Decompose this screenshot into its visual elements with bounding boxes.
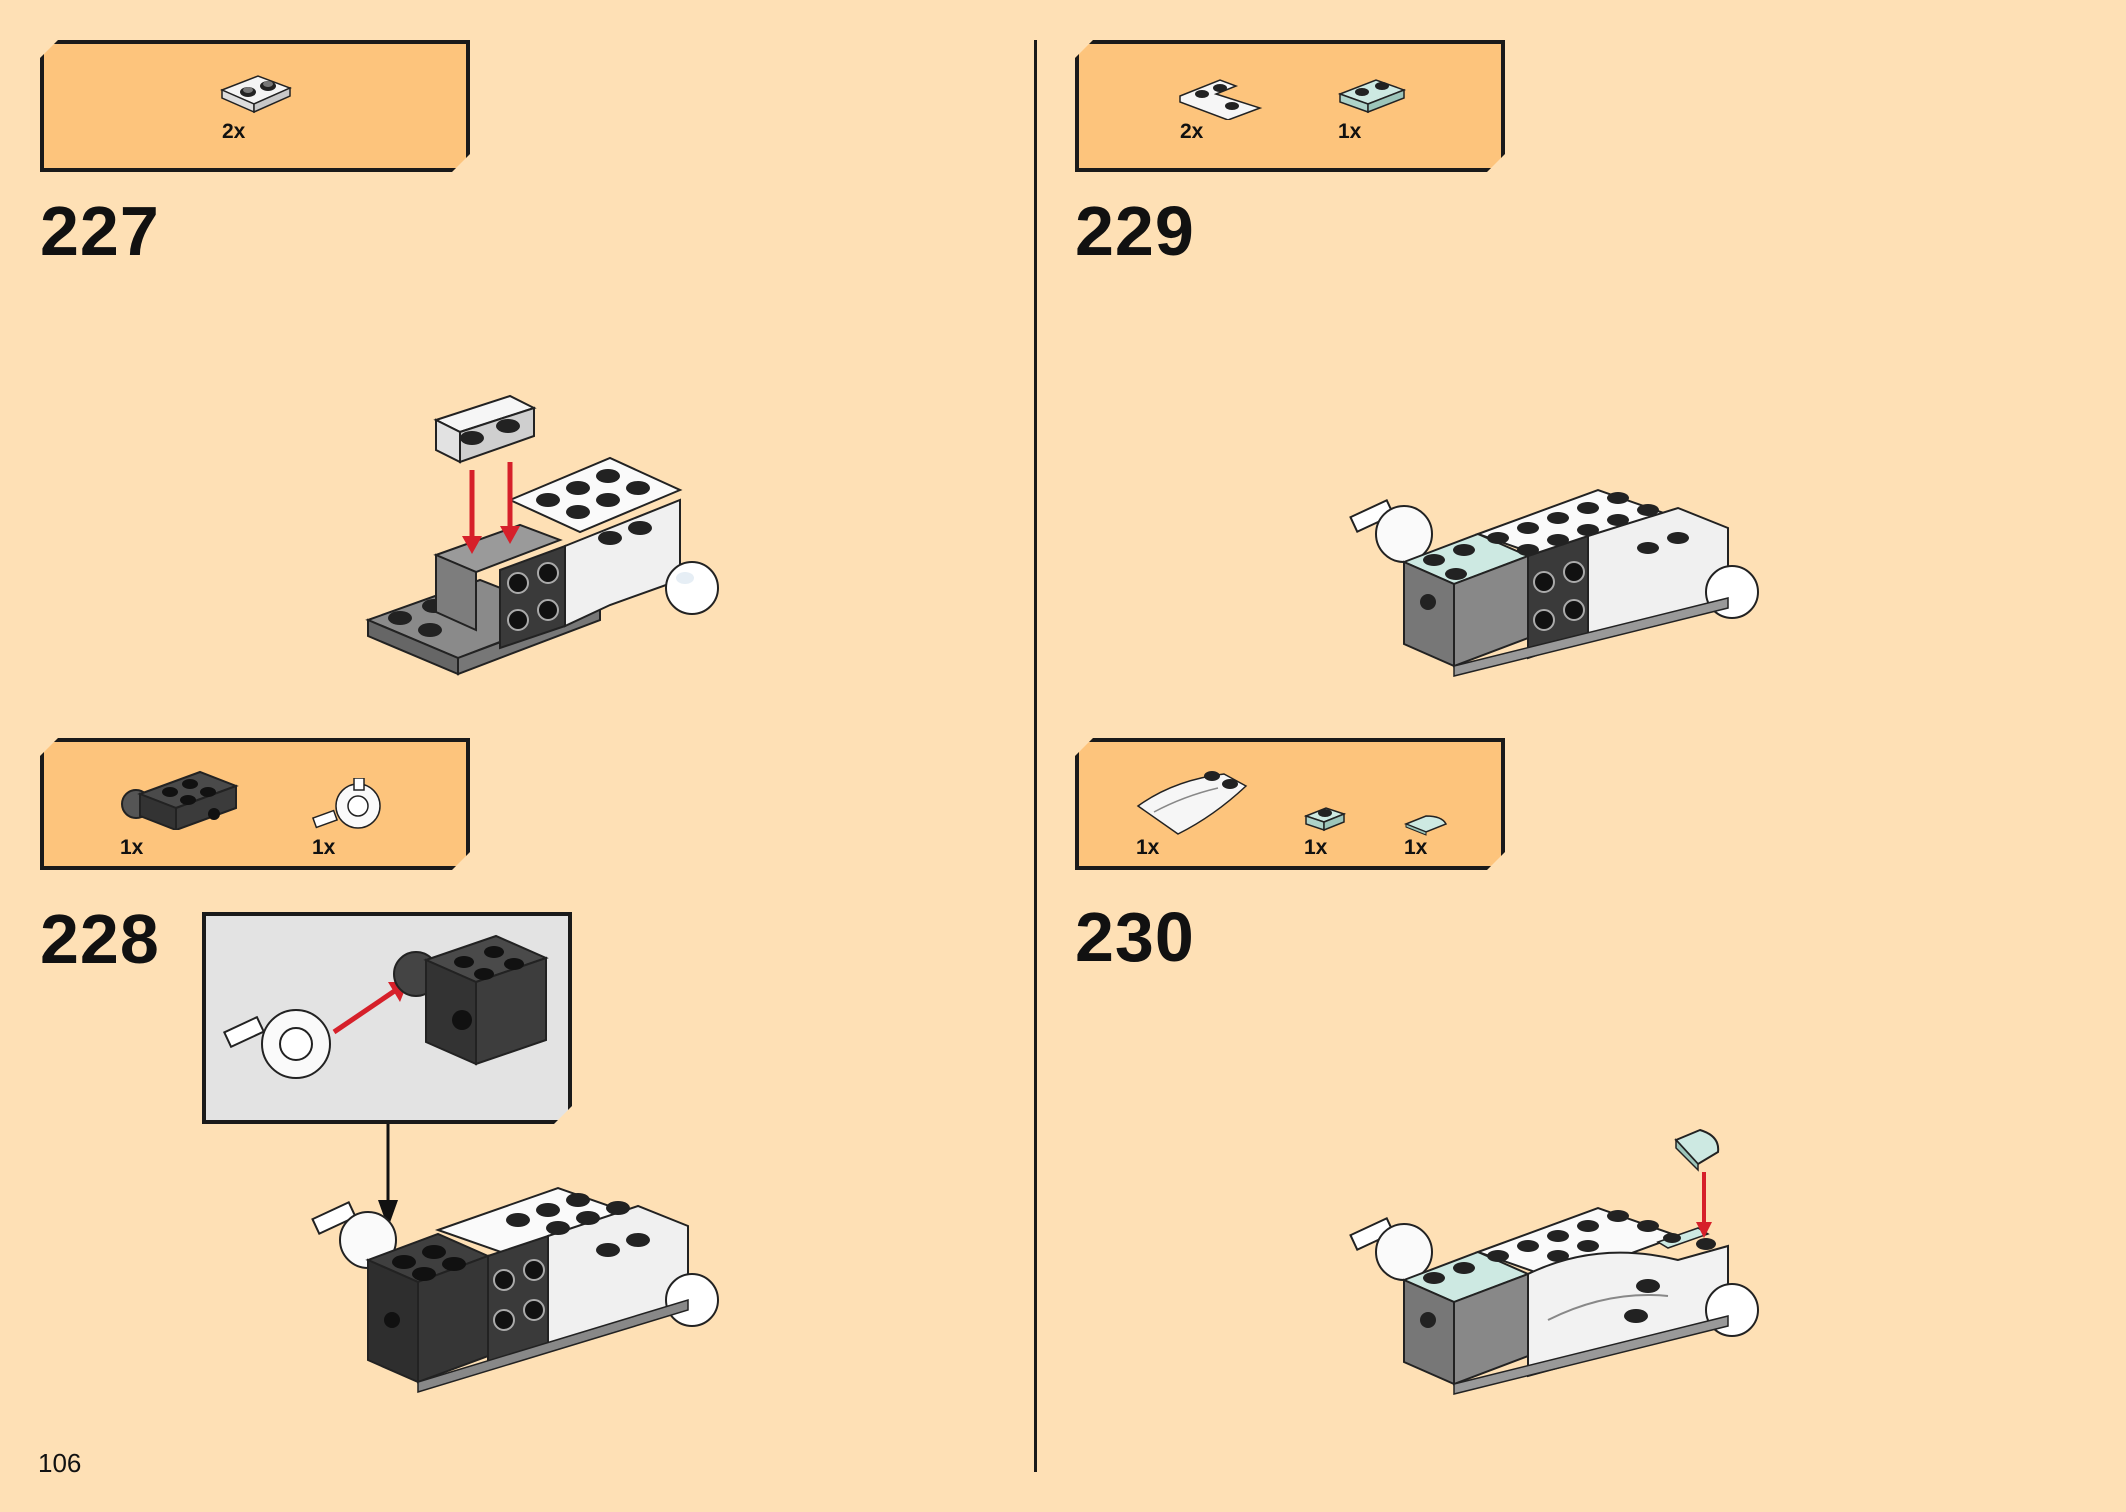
part-quantity: 1x (1304, 836, 1328, 859)
part-quantity: 1x (1136, 836, 1160, 859)
dark-gray-technic-brick-with-ball-socket-icon (118, 758, 240, 830)
page-divider (1034, 40, 1037, 1472)
assembly-illustration (360, 390, 730, 690)
white-corner-plate-icon (1176, 68, 1264, 120)
white-ball-joint-connector-icon (310, 778, 396, 838)
part-quantity: 2x (1180, 120, 1204, 143)
part-quantity: 1x (1404, 836, 1428, 859)
parts-list-box (1075, 40, 1505, 172)
step-number: 228 (40, 900, 160, 978)
light-aqua-plate-1x1-icon (1302, 800, 1348, 834)
page-number: 106 (38, 1448, 82, 1478)
assembly-illustration (1348, 1120, 1768, 1400)
part-quantity: 1x (1338, 120, 1362, 143)
assembly-illustration (1348, 452, 1768, 682)
down-arrow-icon (378, 1124, 398, 1234)
part-quantity: 2x (222, 120, 246, 143)
white-bracket-plate-icon (218, 68, 296, 118)
step-number: 229 (1075, 192, 1195, 270)
assembly-illustration (308, 1170, 728, 1400)
light-aqua-quarter-tile-icon (1402, 806, 1448, 836)
light-aqua-plate-1x2-icon (1336, 70, 1408, 114)
callout-illustration (216, 924, 556, 1114)
step-number: 230 (1075, 898, 1195, 976)
part-quantity: 1x (120, 836, 144, 859)
step-number: 227 (40, 192, 160, 270)
part-quantity: 1x (312, 836, 336, 859)
white-curved-wedge-plate-icon (1134, 756, 1250, 836)
parts-list-box (40, 738, 470, 870)
